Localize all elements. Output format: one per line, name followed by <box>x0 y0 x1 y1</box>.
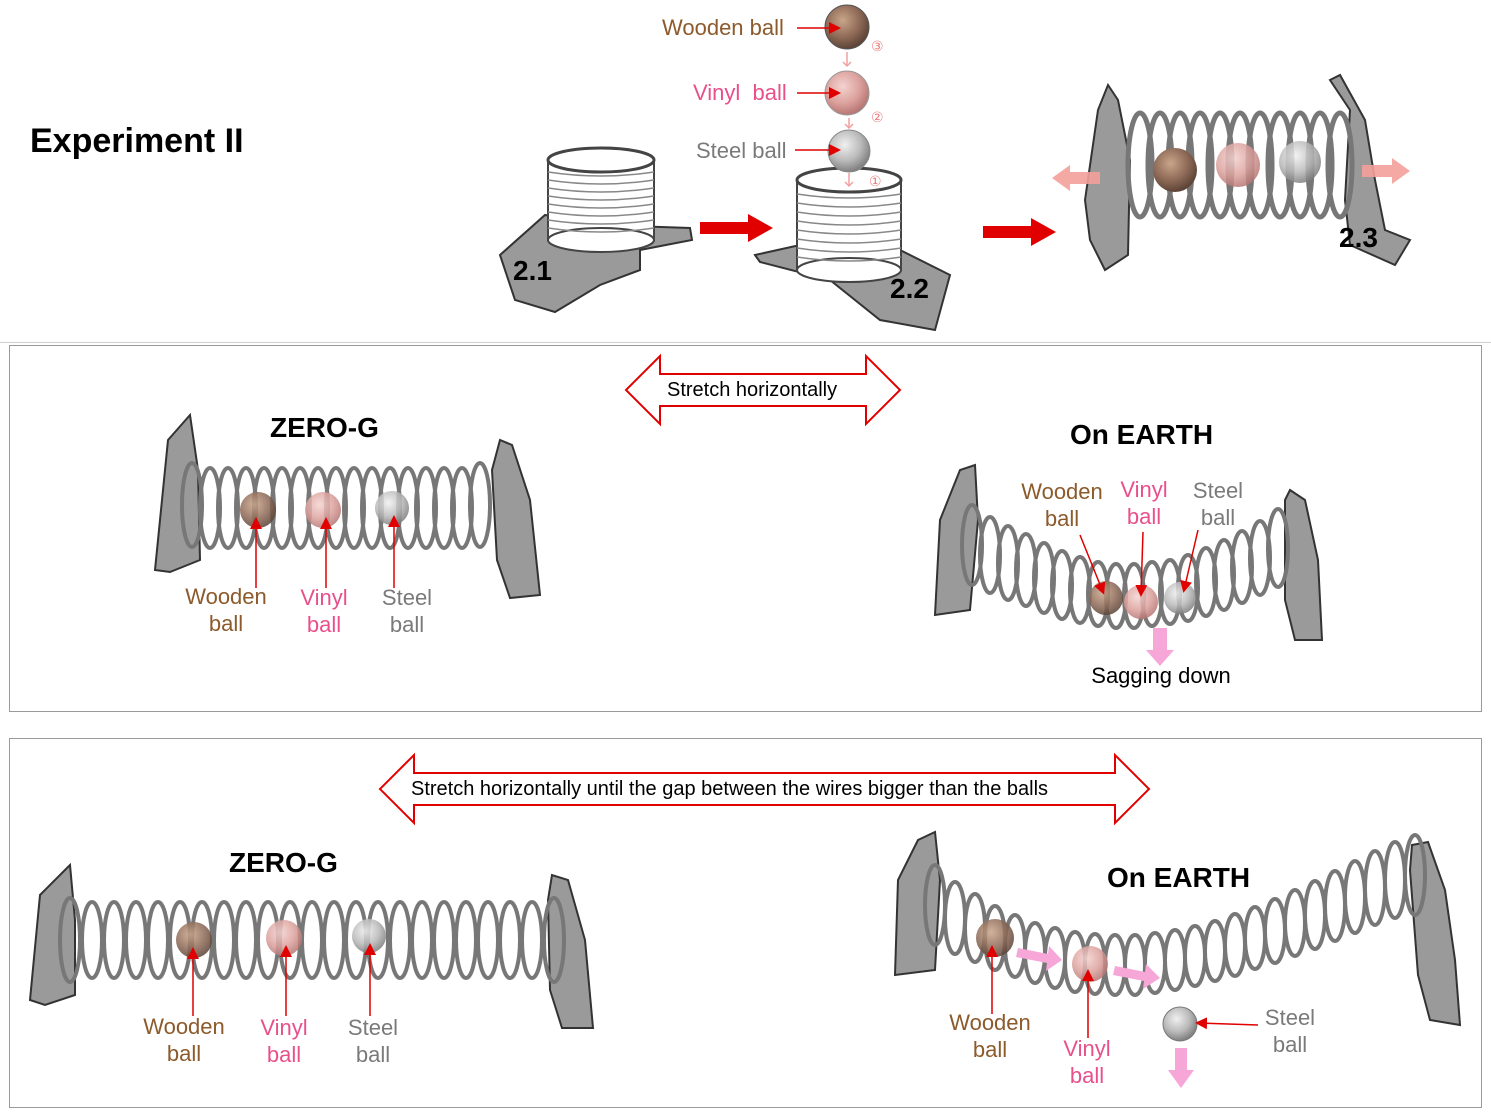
top-vinyl-label: Vinyl ball <box>693 80 787 105</box>
sagging-label: Sagging down <box>1091 663 1231 688</box>
coil-2-2 <box>795 166 903 283</box>
top-divider <box>0 342 1491 343</box>
p1-earth-heading: On EARTH <box>1070 419 1214 450</box>
step-2-1: 2.1 <box>513 255 552 286</box>
stretch-gap-double-arrow <box>378 752 1151 826</box>
sag-arrow <box>1146 628 1174 666</box>
steel-ball-top <box>827 129 871 173</box>
order-mark-3: ③ <box>871 38 884 54</box>
top-wooden-label: Wooden ball <box>662 15 784 40</box>
order-mark-2: ② <box>871 109 884 125</box>
stretch-label: Stretch horizontally <box>667 379 838 401</box>
order-mark-1: ① <box>869 173 882 189</box>
p2-zerog-heading: ZERO-G <box>229 847 338 878</box>
stretch-gap-label: Stretch horizontally until the gap betwe… <box>411 778 1049 800</box>
coil-2-1 <box>546 146 656 253</box>
experiment-title: Experiment II <box>30 122 244 160</box>
p2-earth-heading: On EARTH <box>1107 862 1251 893</box>
wooden-ball-top <box>824 4 870 50</box>
step-2-2: 2.2 <box>890 273 929 304</box>
step-2-3: 2.3 <box>1339 222 1378 253</box>
p1-zerog-heading: ZERO-G <box>270 412 379 443</box>
top-steel-label: Steel ball <box>696 138 787 163</box>
stretch-double-arrow <box>624 353 902 427</box>
